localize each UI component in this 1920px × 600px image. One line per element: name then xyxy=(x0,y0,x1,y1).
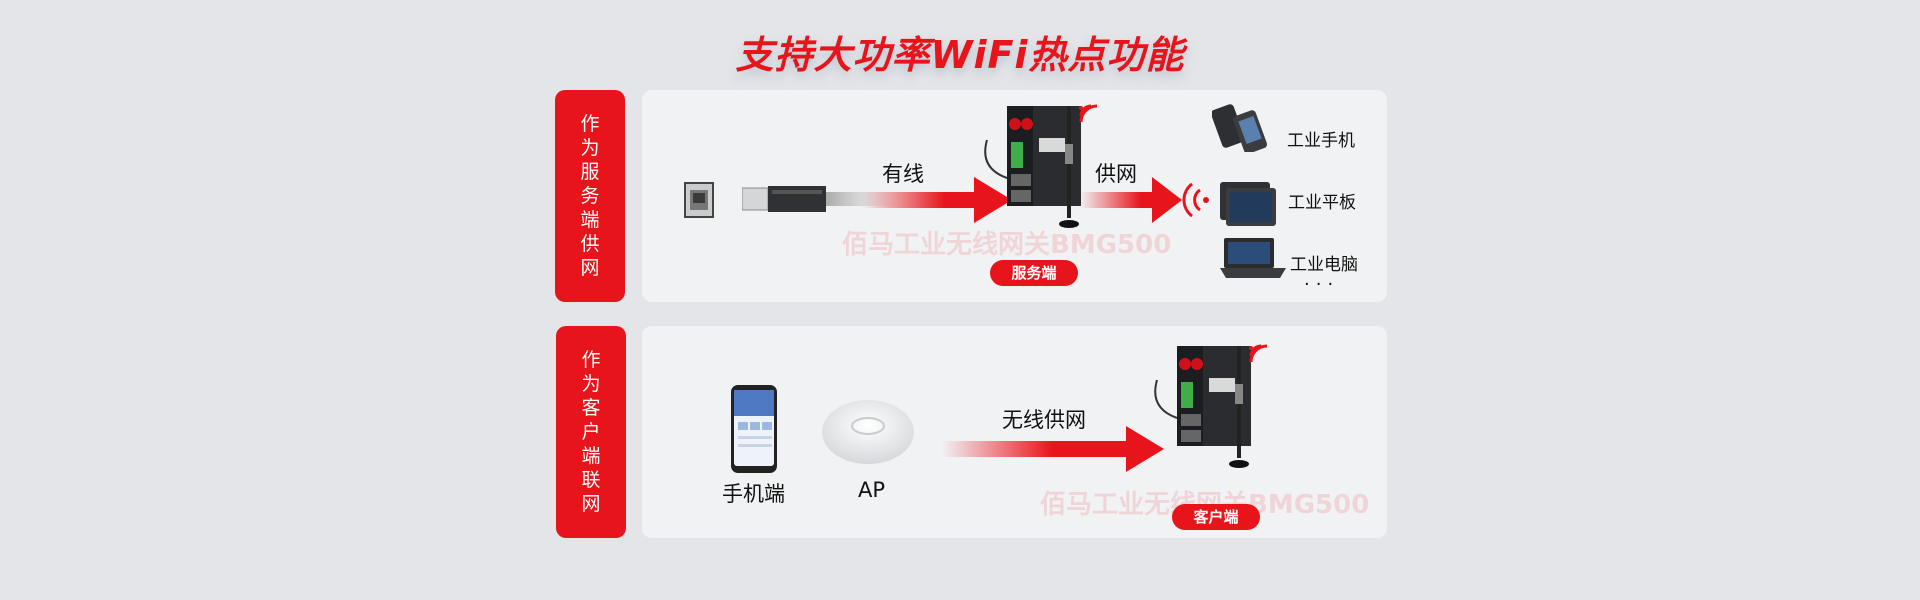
client-label-laptop: 工业电脑 xyxy=(1290,255,1358,275)
wireless-arrow xyxy=(942,426,1164,472)
ethernet-port-icon xyxy=(684,182,714,218)
side-label-client: 作为客户端联网 xyxy=(556,326,626,538)
industrial-laptop-icon xyxy=(1220,238,1286,278)
client-label-tablet: 工业平板 xyxy=(1288,193,1356,213)
side-label-server: 作为服务端供网 xyxy=(555,90,625,302)
side-label-client-text: 作为客户端联网 xyxy=(581,349,601,515)
access-point-icon xyxy=(822,400,914,464)
phone-label: 手机端 xyxy=(722,482,785,506)
side-label-server-text: 作为服务端供网 xyxy=(580,113,600,279)
supply-arrow xyxy=(1080,177,1182,223)
wired-label: 有线 xyxy=(882,162,924,186)
panel-server: 有线 服务端 供网 xyxy=(642,90,1387,302)
supply-label: 供网 xyxy=(1095,162,1137,186)
wifi-signal-icon xyxy=(1182,182,1209,218)
more-dots: ··· xyxy=(1304,274,1340,295)
industrial-phone-icon xyxy=(1212,104,1267,152)
page-title: 支持大功率WiFi热点功能 xyxy=(735,33,1185,77)
ap-label: AP xyxy=(858,478,886,502)
gateway-router-icon xyxy=(1154,344,1268,468)
industrial-tablet-icon xyxy=(1220,182,1276,226)
panel-client: 手机端 AP 无线供网 xyxy=(642,326,1387,538)
watermark-client: 佰马工业无线网关BMG500 xyxy=(1040,490,1370,520)
watermark-server: 佰马工业无线网关BMG500 xyxy=(842,230,1172,260)
client-label-phone: 工业手机 xyxy=(1287,131,1355,151)
server-pill: 服务端 xyxy=(990,260,1078,286)
wired-arrow xyxy=(862,177,1012,223)
client-pill: 客户端 xyxy=(1172,504,1260,530)
gateway-router-icon xyxy=(984,104,1098,228)
wireless-label: 无线供网 xyxy=(1002,408,1086,432)
smartphone-icon xyxy=(731,385,777,473)
